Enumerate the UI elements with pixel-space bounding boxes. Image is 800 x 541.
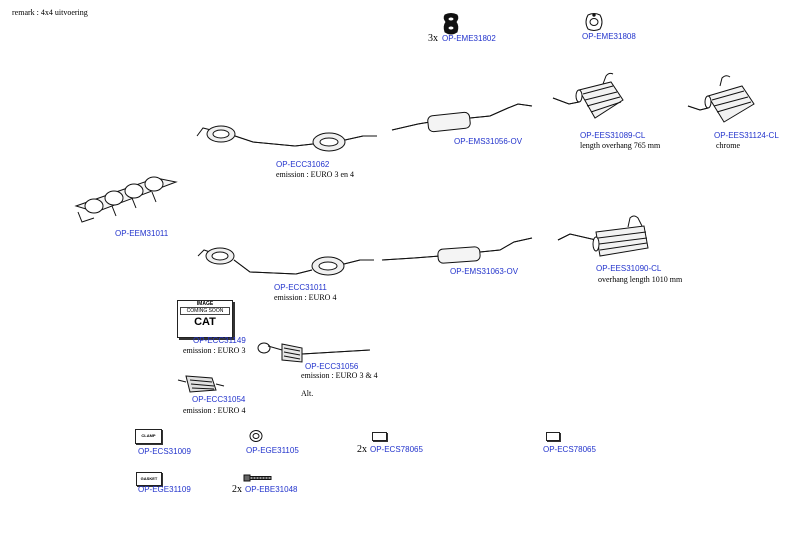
part-link-ees31090[interactable]: OP-EES31090-CL — [596, 264, 662, 273]
part-link-ecc31011[interactable]: OP-ECC31011 — [274, 283, 327, 292]
bolt-icon[interactable] — [243, 474, 273, 482]
remark-text: remark : 4x4 uitvoering — [12, 8, 88, 17]
catalytic-converter-icon[interactable] — [256, 334, 374, 368]
clamp-icon[interactable] — [372, 432, 387, 441]
silencer-icon[interactable] — [380, 232, 535, 268]
part-link-ecs31009[interactable]: OP-ECS31009 — [138, 447, 191, 456]
part-link-ecs78065[interactable]: OP-ECS78065 — [543, 445, 596, 454]
part-link-ees31124[interactable]: OP-EES31124-CL — [714, 131, 779, 140]
part-link-ems31056[interactable]: OP-EMS31056-OV — [454, 137, 523, 146]
image-placeholder-subtitle: COMING SOON — [180, 307, 230, 315]
part-note: length overhang 765 mm — [580, 141, 661, 150]
part-note: emission : EURO 4 — [183, 406, 246, 415]
silencer-icon[interactable] — [551, 70, 631, 130]
part-link-ecc31054[interactable]: OP-ECC31054 — [192, 395, 246, 404]
part-link-ecc31062[interactable]: OP-ECC31062 — [276, 160, 330, 169]
part-link-ege31109[interactable]: OP-EGE31109 — [138, 485, 191, 494]
part-link-ege31105[interactable]: OP-EGE31105 — [246, 446, 299, 455]
part-link-ees31089[interactable]: OP-EES31089-CL — [580, 131, 646, 140]
gasket-icon[interactable] — [248, 429, 264, 443]
part-link-ecs78065[interactable]: OP-ECS78065 — [370, 445, 423, 454]
part-note: emission : EURO 3 & 4 — [301, 371, 378, 380]
image-placeholder-title: IMAGE — [196, 301, 214, 307]
image-placeholder-label: CAT — [194, 316, 216, 328]
image-coming-soon-box[interactable]: IMAGE COMING SOON CAT — [177, 300, 233, 338]
catalytic-converter-icon[interactable] — [176, 372, 226, 396]
part-link-eme31808[interactable]: OP-EME31808 — [582, 32, 636, 41]
part-note: emission : EURO 4 — [274, 293, 337, 302]
part-link-eem31011[interactable]: OP-EEM31011 — [115, 229, 169, 238]
exhaust-hanger-icon[interactable] — [584, 12, 604, 32]
rubber-hanger-icon[interactable] — [442, 13, 460, 35]
catalytic-converter-icon[interactable] — [195, 118, 380, 160]
catalytic-converter-icon[interactable] — [196, 242, 376, 284]
qty-label: 2x — [232, 484, 242, 495]
gasket-label: GASKET — [140, 476, 158, 481]
silencer-icon[interactable] — [390, 100, 535, 138]
part-link-ecc31056[interactable]: OP-ECC31056 — [305, 362, 359, 371]
clamp-icon[interactable] — [546, 432, 560, 441]
part-link-ebe31048[interactable]: OP-EBE31048 — [245, 485, 298, 494]
clamp-icon[interactable]: CLAMP — [135, 429, 162, 444]
part-note: emission : EURO 3 en 4 — [276, 170, 354, 179]
qty-label: 3x — [428, 33, 438, 44]
qty-label: 2x — [357, 444, 367, 455]
part-note: overhang length 1010 mm — [598, 275, 683, 284]
part-link-ems31063[interactable]: OP-EMS31063-OV — [450, 267, 519, 276]
part-note: chrome — [716, 141, 740, 150]
part-note: emission : EURO 3 — [183, 346, 246, 355]
alt-label: Alt. — [301, 389, 314, 398]
part-link-ecc31149[interactable]: OP-ECC31149 — [193, 336, 246, 345]
gasket-icon[interactable]: GASKET — [136, 472, 162, 486]
silencer-icon[interactable] — [556, 212, 656, 264]
part-link-eme31802[interactable]: OP-EME31802 — [442, 34, 496, 43]
silencer-icon[interactable] — [686, 74, 766, 130]
clamp-label: CLAMP — [141, 433, 156, 438]
exhaust-manifold-icon[interactable] — [72, 168, 180, 226]
